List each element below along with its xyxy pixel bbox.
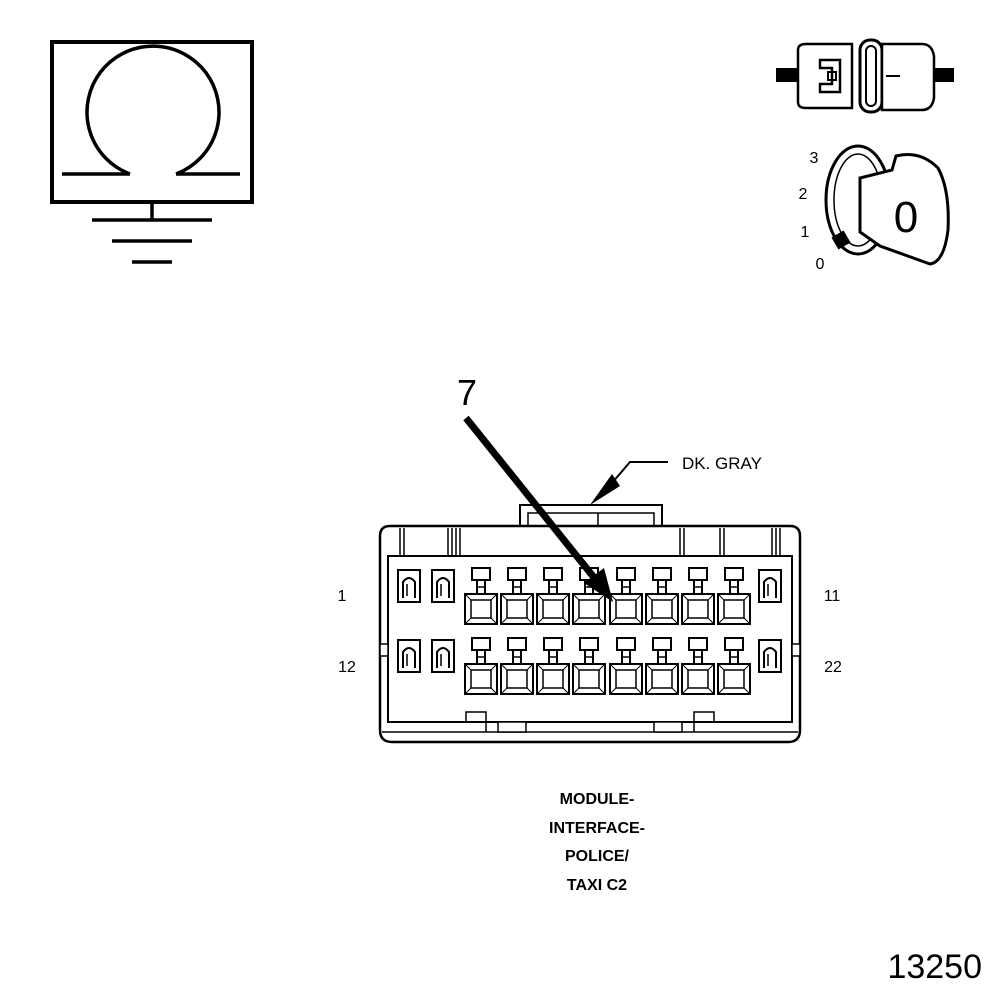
- connector-color-label: DK. GRAY: [682, 454, 762, 473]
- latch-cavity: [431, 569, 455, 603]
- terminal-cavity: [717, 567, 751, 625]
- terminal-cavity: [500, 637, 534, 695]
- color-callout-arrow: [590, 461, 668, 505]
- connector-title-line-3: POLICE/: [565, 848, 630, 865]
- terminal-cavity: [609, 567, 643, 625]
- terminal-cavity: [717, 637, 751, 695]
- terminal-cavity: [536, 567, 570, 625]
- connector-title-line-2: INTERFACE-: [549, 820, 645, 837]
- terminal-cavity: [572, 637, 606, 695]
- ignition-key-label: 0: [894, 193, 918, 242]
- callout-pin-number: 7: [457, 372, 477, 413]
- terminal-cavity: [500, 567, 534, 625]
- latch-cavity: [397, 569, 421, 603]
- terminal-cavity: [681, 637, 715, 695]
- terminal-cavity: [464, 567, 498, 625]
- latch-cavity: [758, 639, 782, 673]
- latch-cavity: [758, 569, 782, 603]
- terminal-cavity: [536, 637, 570, 695]
- terminal-cavity: [681, 567, 715, 625]
- ignition-position-3: 3: [810, 150, 819, 167]
- pin-label-1: 1: [338, 588, 347, 605]
- connector-title-line-1: MODULE-: [560, 791, 635, 808]
- pin-label-12: 12: [338, 659, 356, 676]
- terminal-cavity: [645, 637, 679, 695]
- connector-title: MODULE- INTERFACE- POLICE/ TAXI C2: [549, 791, 645, 894]
- connector-face: [378, 504, 802, 744]
- ignition-position-1: 1: [801, 224, 810, 241]
- connector-pair-icon: [776, 38, 954, 114]
- figure-number: 13250: [887, 948, 982, 986]
- pin-label-11: 11: [824, 588, 841, 605]
- connector-title-line-4: TAXI C2: [567, 877, 627, 894]
- latch-cavity: [397, 639, 421, 673]
- pin-callout-arrow: [463, 415, 613, 602]
- terminal-cavity: [609, 637, 643, 695]
- ignition-position-0: 0: [816, 256, 825, 273]
- latch-cavity: [431, 639, 455, 673]
- ignition-position-2: 2: [799, 186, 808, 203]
- terminal-cavity: [464, 637, 498, 695]
- ignition-switch-icon: 0 3 2 1 0: [799, 144, 950, 273]
- pin-label-22: 22: [824, 659, 842, 676]
- terminal-cavity: [645, 567, 679, 625]
- ohm-icon: [50, 40, 254, 264]
